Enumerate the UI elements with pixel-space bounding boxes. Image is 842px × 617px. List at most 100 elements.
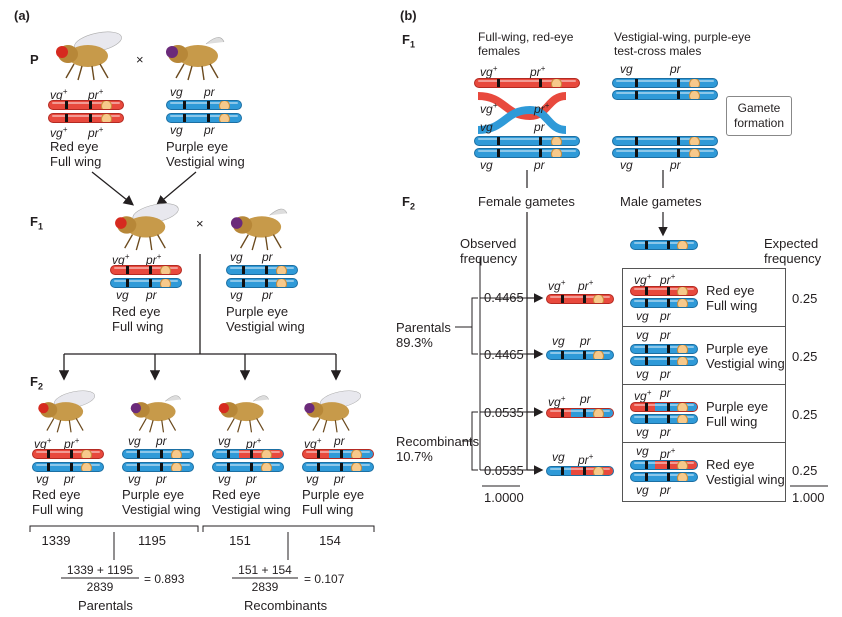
phenotype-eye: Purple eye xyxy=(122,487,185,502)
gene-label: pr xyxy=(64,472,75,486)
phenotype-eye: Purple eye xyxy=(706,341,769,356)
gene-label: vg xyxy=(636,328,649,342)
gene-label: vg xyxy=(128,472,141,486)
phenotype-eye: Red eye xyxy=(50,139,99,154)
gene-label: pr xyxy=(660,425,671,439)
phenotype-eye: Purple eye xyxy=(706,399,769,414)
gene-label: pr+ xyxy=(578,278,594,293)
male-gamete-chromosome xyxy=(630,240,698,250)
gene-label: vg xyxy=(230,288,243,302)
gene-label: vg+ xyxy=(112,252,130,267)
gene-label: pr xyxy=(670,62,681,76)
chromosome-blue xyxy=(122,449,194,459)
fly-purple-eye-vestigial-wing-icon xyxy=(122,384,186,439)
gene-label: pr xyxy=(670,158,681,172)
recombinants-numerator: 151 + 154 xyxy=(238,563,292,577)
gene-label: pr xyxy=(660,367,671,381)
gene-label: pr+ xyxy=(88,87,104,102)
gamete-formation-box: Gamete formation xyxy=(726,96,792,136)
chromosome-blue xyxy=(630,472,698,482)
gene-label: pr xyxy=(146,288,157,302)
phenotype-wing: Vestigial wing xyxy=(706,356,785,371)
phenotype-eye: Purple eye xyxy=(226,304,289,319)
gene-label: pr xyxy=(204,85,215,99)
f2-generation-label: F2 xyxy=(30,374,43,392)
fly-red-eye-full-wing-icon xyxy=(48,24,126,87)
gene-label: pr xyxy=(262,250,273,264)
phenotype-eye: Purple eye xyxy=(166,139,229,154)
gene-label: vg xyxy=(636,483,649,497)
gene-label: pr xyxy=(660,309,671,323)
chromosome-recombinant xyxy=(630,460,698,470)
p-generation-label: P xyxy=(30,52,39,67)
gene-label: vg+ xyxy=(480,64,498,79)
female-gamete-chromosome xyxy=(546,294,614,304)
panel-a-label: (a) xyxy=(14,8,30,23)
male-title-line1: Vestigial-wing, purple-eye xyxy=(614,30,751,44)
gene-label: pr xyxy=(660,328,671,342)
f2-count: 151 xyxy=(229,533,251,548)
chromosome-blue xyxy=(612,78,718,88)
gene-label: vg xyxy=(170,85,183,99)
phenotype-wing: Vestigial wing xyxy=(122,502,201,517)
gene-label: pr+ xyxy=(146,252,162,267)
gene-label: vg+ xyxy=(304,436,322,451)
fly-purple-eye-vestigial-wing-icon xyxy=(222,196,292,257)
phenotype-eye: Red eye xyxy=(706,283,755,298)
chromosome-red xyxy=(110,265,182,275)
chromosome-blue xyxy=(32,462,104,472)
phenotype-wing: Full wing xyxy=(302,502,354,517)
fly-red-eye-vestigial-wing-icon xyxy=(210,384,274,439)
chromosome-blue xyxy=(226,265,298,275)
f1-generation-label: F1 xyxy=(402,32,415,50)
observed-total: 1.0000 xyxy=(484,490,524,505)
gene-label: vg+ xyxy=(50,87,68,102)
gene-label: vg xyxy=(218,472,231,486)
gene-label: vg xyxy=(552,334,565,348)
gene-label: vg+ xyxy=(34,436,52,451)
gene-label: pr xyxy=(334,434,345,448)
recombinants-percent: 10.7% xyxy=(396,449,433,464)
chromosome-red xyxy=(630,286,698,296)
gene-label: pr xyxy=(262,288,273,302)
row-divider xyxy=(622,442,786,443)
observed-frequency: 0.0535 xyxy=(484,405,524,420)
f2-generation-label: F2 xyxy=(402,194,415,212)
fly-purple-eye-full-wing-icon xyxy=(296,384,366,439)
expected-frequency: 0.25 xyxy=(792,349,818,364)
chromosome-blue xyxy=(612,136,718,146)
gamete-formation-line1: Gamete xyxy=(737,101,781,115)
phenotype-wing: Full wing xyxy=(706,298,758,313)
gene-label: vg xyxy=(636,309,649,323)
parentals-bracket-label: Parentals xyxy=(396,320,451,335)
chromosome-red xyxy=(48,100,124,110)
parentals-denominator: 2839 xyxy=(86,580,114,594)
chromosome-blue xyxy=(110,278,182,288)
gene-label: pr+ xyxy=(660,446,676,461)
female-title-line1: Full-wing, red-eye xyxy=(478,30,574,44)
chromosome-blue xyxy=(122,462,194,472)
chromosome-recombinant xyxy=(212,449,284,459)
gene-label: pr+ xyxy=(578,452,594,467)
gene-label: vg+ xyxy=(548,278,566,293)
gene-label: vg xyxy=(116,288,129,302)
phenotype-eye: Red eye xyxy=(706,457,755,472)
gene-label: pr+ xyxy=(88,125,104,140)
recombinants-result: = 0.107 xyxy=(304,572,345,586)
female-gametes-label: Female gametes xyxy=(478,194,575,209)
observed-frequency: 0.4465 xyxy=(484,290,524,305)
phenotype-wing: Full wing xyxy=(706,414,758,429)
expected-frequency: 0.25 xyxy=(792,463,818,478)
phenotype-wing: Full wing xyxy=(112,319,164,334)
chromosome-blue xyxy=(630,414,698,424)
f2-count: 1339 xyxy=(41,533,71,548)
chromosome-blue xyxy=(302,462,374,472)
gene-label: vg xyxy=(620,158,633,172)
fly-purple-eye-vestigial-wing-icon xyxy=(158,24,228,87)
cross-symbol-p: × xyxy=(136,52,144,67)
gene-label: pr xyxy=(334,472,345,486)
gene-label: vg xyxy=(230,250,243,264)
gene-label: pr xyxy=(156,434,167,448)
chromosome-blue xyxy=(166,100,242,110)
